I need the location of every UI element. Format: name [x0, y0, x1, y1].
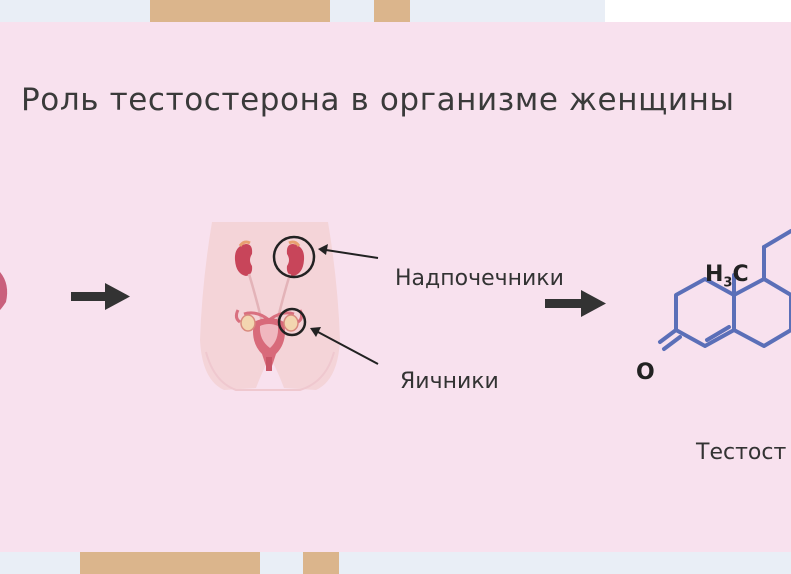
flow-arrow-1 — [71, 283, 130, 310]
label-adrenal-glands: Надпочечники — [395, 266, 564, 291]
methyl-h: H — [705, 262, 724, 287]
slide-panel: Роль тестостерона в организме женщины — [0, 22, 791, 552]
pelvis-illustration — [200, 222, 340, 391]
methyl-c: C — [732, 262, 749, 287]
label-ovaries: Яичники — [400, 369, 499, 394]
adrenal-highlight-circle — [272, 235, 316, 279]
oxygen-label: O — [636, 360, 655, 385]
methyl-subscript: 3 — [723, 275, 733, 291]
diagram-graphics — [0, 222, 791, 391]
label-testosterone: Тестост — [696, 440, 787, 465]
methyl-group-label: H3C — [705, 262, 749, 290]
tan-strip-bottom-1 — [80, 552, 260, 574]
tan-strip-top-1 — [150, 0, 330, 22]
tan-strip-top-2 — [374, 0, 410, 22]
kidney-left — [234, 240, 253, 276]
ureter-right — [275, 273, 292, 323]
partial-organ-left-edge — [0, 272, 8, 310]
pointer-adrenal — [318, 244, 379, 259]
testosterone-structure — [658, 229, 791, 351]
ovary-highlight-circle — [277, 307, 307, 337]
slide-title: Роль тестостерона в организме женщины — [21, 82, 735, 118]
tan-strip-bottom-2 — [303, 552, 339, 574]
background-top-right — [605, 0, 791, 22]
kidney-right — [286, 240, 305, 276]
flow-arrow-2 — [545, 290, 606, 317]
ureter-left — [247, 273, 264, 323]
pointer-ovaries — [310, 327, 379, 365]
